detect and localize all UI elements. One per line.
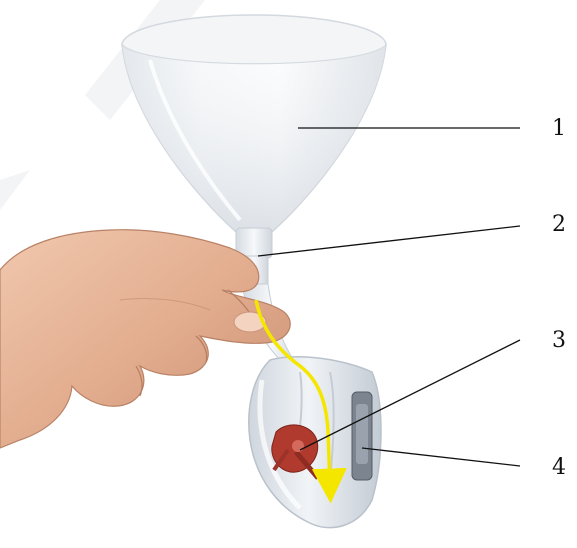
side-module [352, 392, 372, 480]
leader-line-2 [258, 226, 520, 256]
holding-hand [0, 230, 290, 448]
funnel [122, 15, 386, 232]
callout-label-3: 3 [552, 328, 577, 354]
leader-line-4 [362, 448, 520, 466]
callout-label-2: 2 [552, 212, 577, 238]
callout-label-1: 1 [552, 116, 577, 142]
watermark-stroke [0, 170, 30, 210]
callout-label-4: 4 [552, 455, 577, 481]
